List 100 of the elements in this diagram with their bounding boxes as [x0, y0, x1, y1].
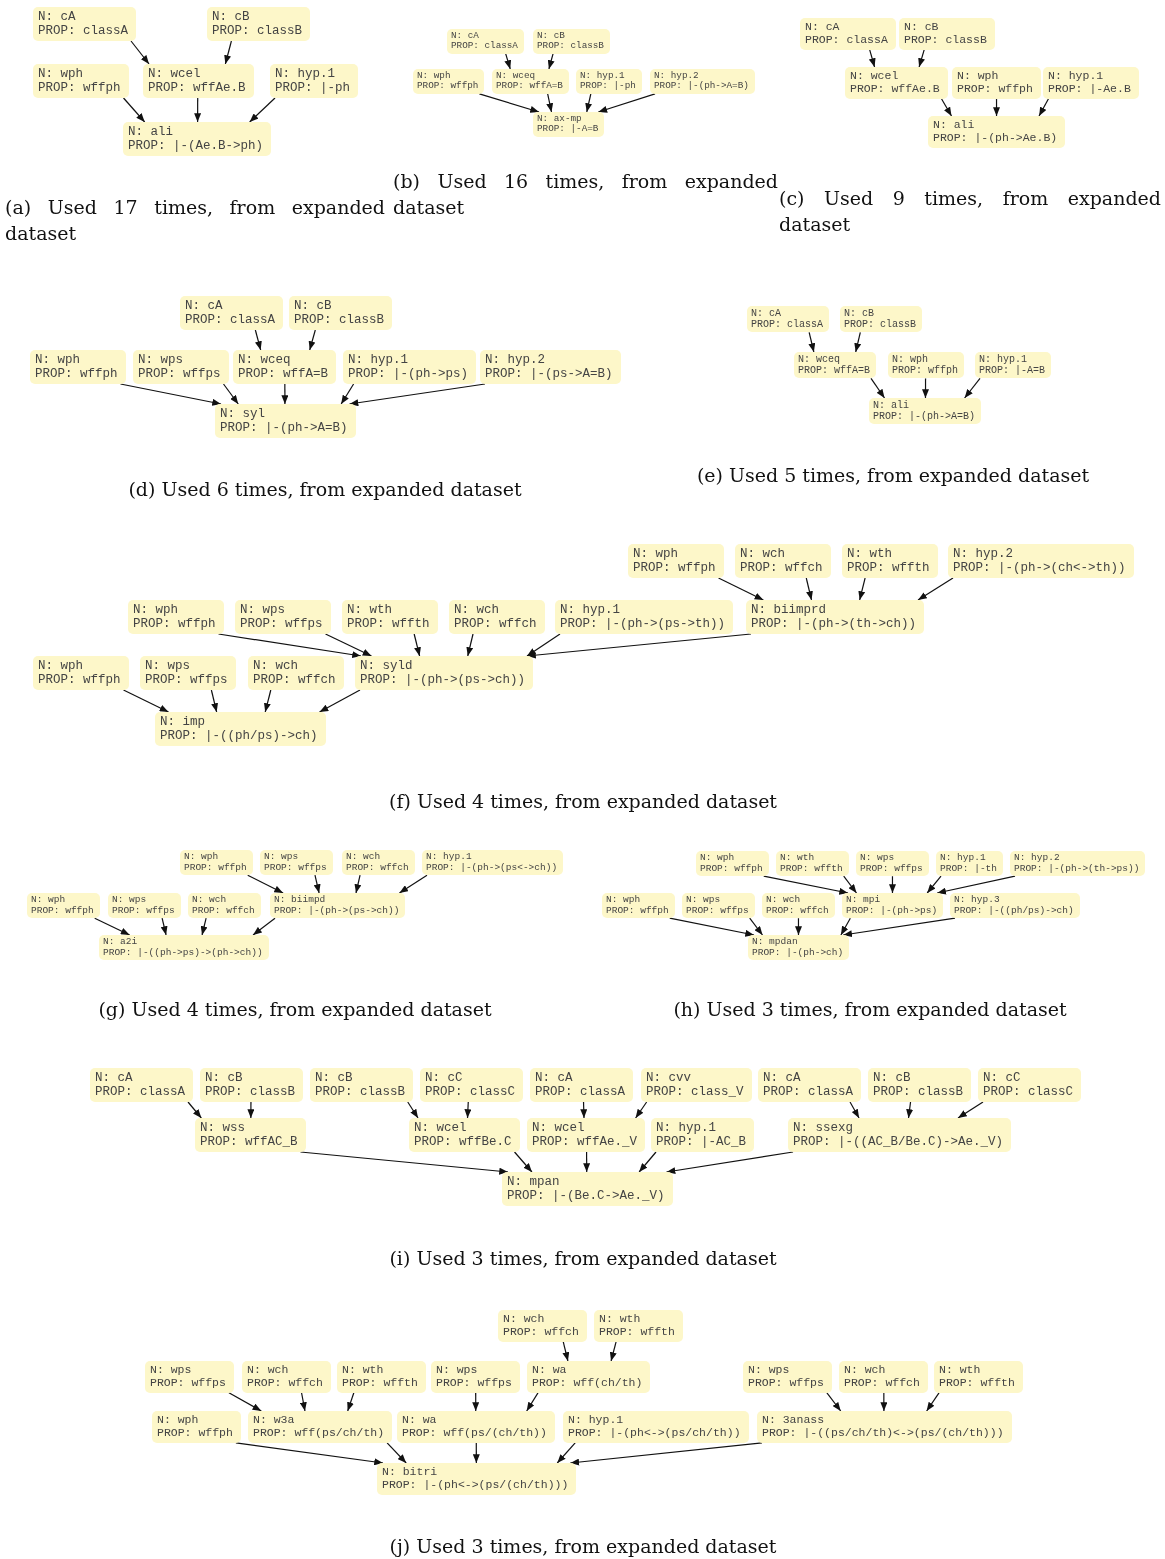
step-name: N: mpan [507, 1175, 561, 1189]
arrow [187, 1101, 202, 1119]
step-statement: PROP: wffAe.B [850, 82, 940, 96]
step-name: N: cA [805, 21, 841, 34]
arrow [386, 1442, 407, 1464]
step-statement: PROP: wffps [264, 862, 327, 874]
arrow [597, 93, 656, 113]
step-name: N: cB [844, 308, 875, 320]
proof-step-box [480, 350, 621, 384]
arrow [122, 97, 146, 123]
step-name: N: wch [253, 659, 299, 673]
proof-step-box [233, 350, 336, 384]
caption: (d) Used 6 times, from expanded dataset [128, 477, 522, 502]
arrow [130, 40, 150, 65]
step-name: N: wps [748, 1364, 791, 1377]
step-statement: PROP: wff(ps/(ch/th)) [402, 1426, 547, 1440]
proof-step-box [948, 544, 1134, 578]
proof-step-box [746, 600, 925, 634]
step-statement: PROP: wffph [957, 82, 1033, 96]
proof-step-box [839, 1361, 928, 1393]
arrow [308, 329, 316, 351]
arrow [795, 917, 802, 936]
step-name: N: hyp.2 [953, 547, 1014, 561]
arrow [936, 875, 1016, 895]
proof-step-box [342, 850, 415, 876]
step-name: N: wth [342, 1364, 385, 1377]
arrow [264, 689, 272, 713]
step-name: N: biimpd [274, 895, 327, 906]
step-name: N: cA [451, 31, 480, 42]
arrow [194, 97, 202, 123]
proof-step-box [180, 850, 253, 876]
step-name: N: cB [873, 1071, 912, 1085]
proof-step-box [409, 1118, 520, 1152]
proof-step-box [145, 1361, 234, 1393]
proof-step-box [337, 1361, 426, 1393]
step-name: N: a2i [103, 937, 139, 948]
step-name: N: wph [606, 895, 642, 906]
step-name: N: wph [417, 71, 452, 81]
step-name: N: wph [957, 70, 1000, 83]
arrow [669, 917, 755, 937]
step-name: N: wps [240, 603, 286, 617]
proof-step-box [343, 350, 477, 384]
proof-step-box [928, 116, 1066, 148]
proof-step-box [899, 18, 995, 50]
arrow [122, 689, 170, 713]
step-name: N: cA [535, 1071, 574, 1085]
step-name: N: biimprd [751, 603, 827, 617]
proof-step-box [563, 1411, 749, 1443]
step-statement: PROP: classA [805, 33, 888, 47]
proof-step-box [155, 712, 326, 746]
step-statement: PROP: |-(ph->(th->ch)) [751, 617, 917, 631]
step-statement: PROP: wffch [247, 1376, 323, 1390]
arrow [249, 97, 276, 123]
step-statement: PROP: classA [451, 41, 518, 52]
arrow [917, 577, 954, 601]
arrow [665, 1151, 794, 1175]
proof-step-box [152, 1411, 241, 1443]
proof-step-box [842, 893, 944, 919]
step-statement: PROP: |-(ph->ps) [348, 367, 469, 381]
step-name: N: bitri [382, 1466, 439, 1479]
step-name: N: wps [150, 1364, 193, 1377]
step-statement: PROP: wffA=B [798, 365, 870, 377]
proof-step-box [180, 296, 283, 330]
step-statement: PROP: wffAC_B [200, 1135, 298, 1149]
arrow [926, 1392, 940, 1412]
proof-step-box [492, 69, 569, 94]
step-statement: PROP: |-((AC_B/Be.C)->Ae._V) [793, 1135, 1004, 1149]
step-statement: PROP: wff(ch/th) [532, 1376, 643, 1390]
step-name: N: imp [160, 715, 206, 729]
step-name: N: wph [184, 852, 220, 863]
step-name: N: cA [763, 1071, 802, 1085]
proof-step-box [530, 1068, 633, 1102]
arrow [922, 377, 929, 399]
step-statement: PROP: classA [185, 313, 275, 327]
proof-step-box [934, 1361, 1023, 1393]
arrow [318, 689, 361, 713]
step-name: N: wph [31, 895, 67, 906]
arrow [299, 1151, 509, 1175]
proof-step-box [840, 306, 922, 333]
step-name: N: wph [133, 603, 179, 617]
step-statement: PROP: |-(ph->(th->ps)) [1014, 863, 1140, 875]
caption: (a) Used 17 times, from expanded dataset [5, 195, 385, 246]
step-name: N: syld [360, 659, 414, 673]
proof-step-box [1010, 851, 1146, 877]
step-statement: PROP: classB [212, 24, 302, 38]
proof-step-box [260, 850, 333, 876]
step-name: N: ali [873, 400, 910, 412]
step-statement: PROP: wffA=B [238, 367, 328, 381]
step-statement: PROP: |-(ph->A=B) [654, 81, 749, 92]
step-statement: PROP: wffBe.C [414, 1135, 512, 1149]
step-statement: PROP: |-(ph->A=B) [220, 421, 348, 435]
step-statement: PROP: wffph [35, 367, 118, 381]
step-statement: PROP: classB [873, 1085, 963, 1099]
proof-step-box [449, 600, 545, 634]
step-statement: PROP: wffth [847, 561, 930, 575]
arrow [235, 1442, 384, 1466]
step-name: N: hyp.1 [580, 71, 626, 81]
step-name: N: wth [347, 603, 393, 617]
proof-step-box [248, 656, 344, 690]
step-statement: PROP: wffch [766, 905, 829, 917]
